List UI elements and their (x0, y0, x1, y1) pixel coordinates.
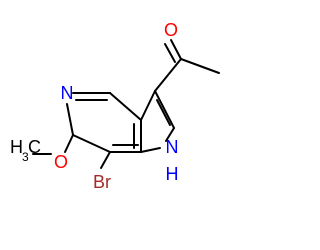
bond-c3a-c3 (140, 90, 156, 121)
bond-carbonyl-methyl (180, 58, 220, 74)
bond-c3a-c4 (109, 92, 142, 121)
atom-methyl-subscript: 3 (22, 150, 29, 164)
bond-c7-br (100, 151, 111, 169)
bond-c3-c2-inner (156, 99, 171, 126)
atom-n-pyridine: N (61, 83, 74, 103)
bond-c6-c7 (72, 134, 111, 153)
bond-c3-c2 (154, 90, 175, 129)
bond-n1-c7a (140, 147, 161, 153)
structure-svg: O N O H 3 C N H Br (10, 20, 220, 192)
atom-br: Br (93, 172, 111, 192)
bond-carbonyl-o (170, 39, 182, 60)
bond-c6-o (64, 134, 74, 153)
bond-c3-carbonyl (154, 58, 182, 92)
molecule-diagram: O N O H 3 C N H Br (10, 20, 220, 192)
atom-methyl-h: H (10, 137, 23, 157)
atom-o-carbonyl: O (164, 20, 178, 40)
atom-methyl-c: C (28, 137, 41, 157)
bond-c2-n1 (165, 127, 175, 142)
atom-nh-n: N (166, 137, 179, 157)
bond-carbonyl-o-inner (164, 43, 176, 63)
bond-n5-c6 (66, 103, 74, 136)
atom-o-methoxy: O (54, 152, 68, 172)
atom-nh-h: H (166, 164, 179, 184)
